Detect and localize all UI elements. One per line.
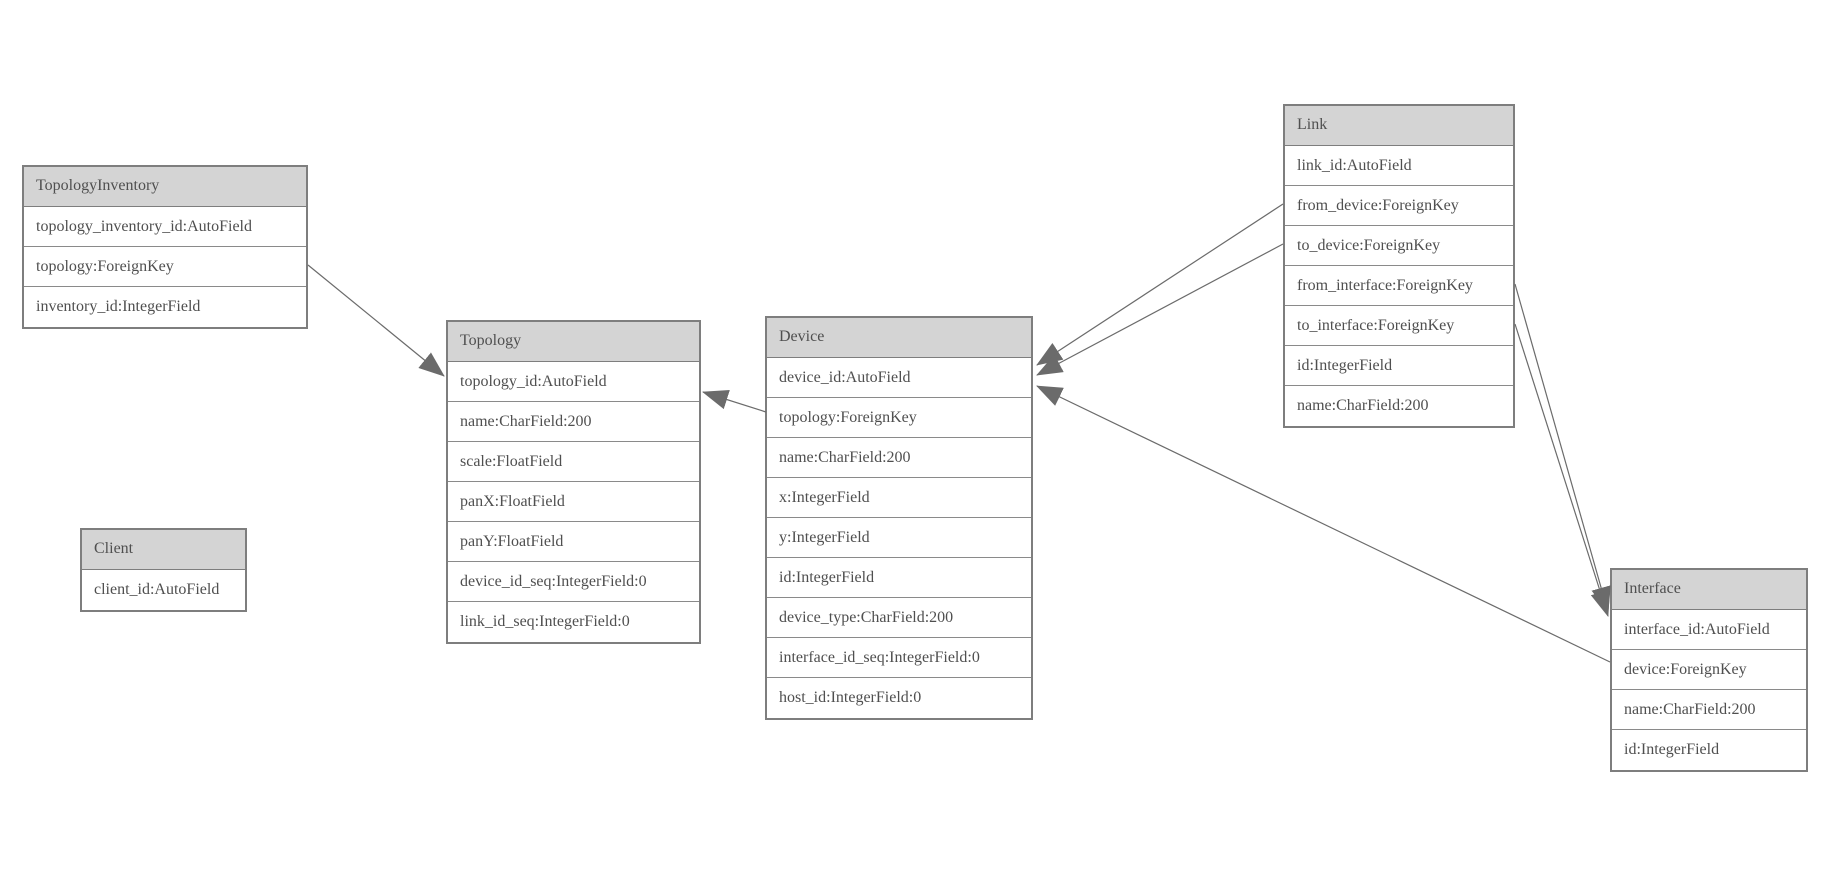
entity-link-field-row: link_id:AutoField <box>1285 146 1513 186</box>
entity-device-field-row: device_type:CharField:200 <box>767 598 1031 638</box>
entity-device-field-row: name:CharField:200 <box>767 438 1031 478</box>
entity-device-field-row: topology:ForeignKey <box>767 398 1031 438</box>
entity-topology-field-row: panX:FloatField <box>448 482 699 522</box>
entity-topology-inventory-field-row: inventory_id:IntegerField <box>24 287 306 327</box>
entity-topology-field-row: scale:FloatField <box>448 442 699 482</box>
entity-link-field-row: to_interface:ForeignKey <box>1285 306 1513 346</box>
entity-interface-field-row: device:ForeignKey <box>1612 650 1806 690</box>
entity-link-field-row: name:CharField:200 <box>1285 386 1513 426</box>
entity-device-field-row: host_id:IntegerField:0 <box>767 678 1031 718</box>
entity-topology-inventory-field-row: topology:ForeignKey <box>24 247 306 287</box>
entity-client-field-row: client_id:AutoField <box>82 570 245 610</box>
entity-interface-title: Interface <box>1612 570 1806 610</box>
entity-link-title: Link <box>1285 106 1513 146</box>
entity-topology-inventory-field-row: topology_inventory_id:AutoField <box>24 207 306 247</box>
entity-device-field-row: y:IntegerField <box>767 518 1031 558</box>
entity-link-field-row: to_device:ForeignKey <box>1285 226 1513 266</box>
entity-device-field-row: id:IntegerField <box>767 558 1031 598</box>
entity-interface-field-row: id:IntegerField <box>1612 730 1806 770</box>
entity-interface-field-row: name:CharField:200 <box>1612 690 1806 730</box>
entity-link-field-row: id:IntegerField <box>1285 346 1513 386</box>
entity-topology-field-row: name:CharField:200 <box>448 402 699 442</box>
entity-topology-field-row: panY:FloatField <box>448 522 699 562</box>
entity-device-title: Device <box>767 318 1031 358</box>
entity-device-field-row: interface_id_seq:IntegerField:0 <box>767 638 1031 678</box>
entity-device-field-row: device_id:AutoField <box>767 358 1031 398</box>
entity-link-field-row: from_device:ForeignKey <box>1285 186 1513 226</box>
entity-topology-inventory-title: TopologyInventory <box>24 167 306 207</box>
entity-topology-title: Topology <box>448 322 699 362</box>
entity-link-field-row: from_interface:ForeignKey <box>1285 266 1513 306</box>
entity-topology-field-row: device_id_seq:IntegerField:0 <box>448 562 699 602</box>
entity-device-field-row: x:IntegerField <box>767 478 1031 518</box>
entity-topology-field-row: link_id_seq:IntegerField:0 <box>448 602 699 642</box>
entity-interface-field-row: interface_id:AutoField <box>1612 610 1806 650</box>
entity-client-title: Client <box>82 530 245 570</box>
entity-topology-field-row: topology_id:AutoField <box>448 362 699 402</box>
